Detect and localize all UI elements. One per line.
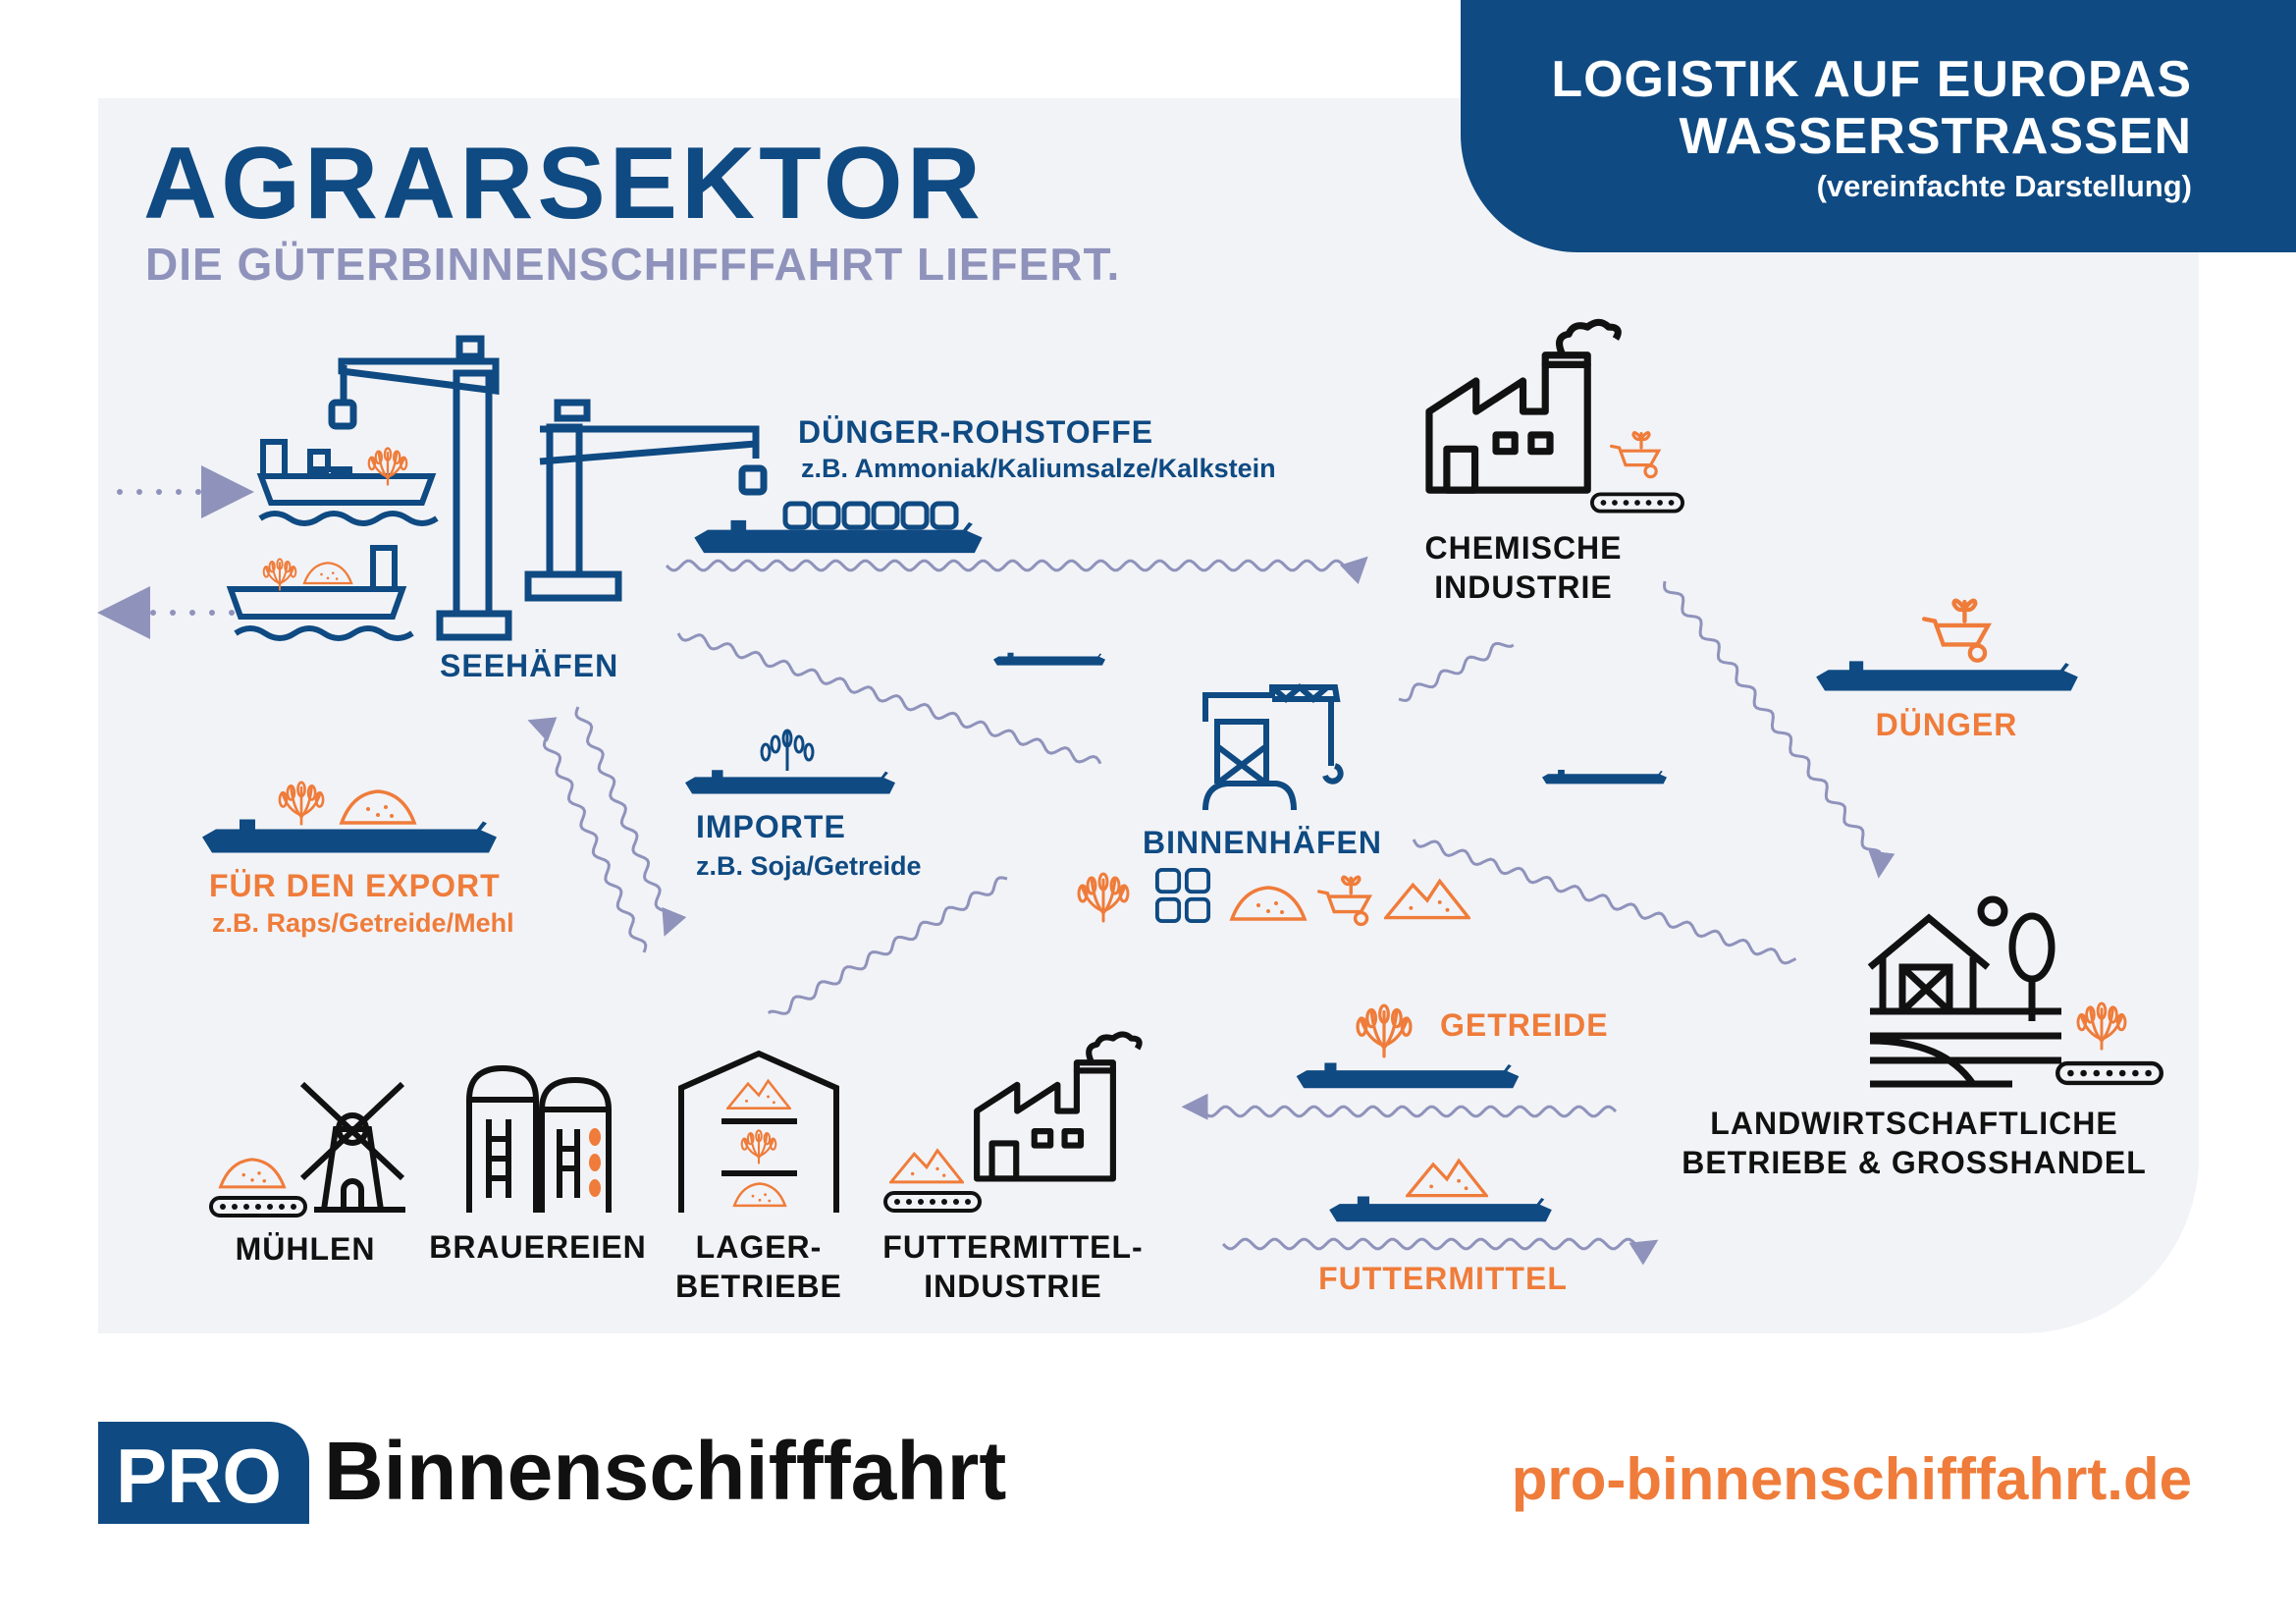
waterway-seehafen-binnenhafen xyxy=(676,632,1102,765)
feed-pile-icon xyxy=(1406,1159,1488,1198)
triangle-pile-icon xyxy=(726,1079,791,1110)
label-line: BETRIEBE xyxy=(675,1269,842,1304)
waterway-seehafen-import-up xyxy=(527,717,648,953)
wheat-icon xyxy=(1077,872,1130,923)
wheat-icon xyxy=(1356,1003,1413,1058)
label-line: INDUSTRIE xyxy=(1434,569,1613,605)
ship-futtermittel xyxy=(1329,1196,1552,1222)
waterway-chemie-binnenhafen xyxy=(1398,641,1515,703)
ship-importe xyxy=(685,770,895,794)
ship-duenger xyxy=(1816,661,2078,691)
pile-icon xyxy=(732,1182,787,1208)
label-getreide: GETREIDE xyxy=(1440,1007,1609,1043)
warehouse-icon xyxy=(678,1050,839,1213)
waterway-seehafen-export-down xyxy=(574,706,687,937)
label-seehaefen: SEEHÄFEN xyxy=(440,648,619,683)
label-binnenhaefen: BINNENHÄFEN xyxy=(1143,825,1382,860)
feed-factory-icon xyxy=(977,1034,1139,1178)
label-line: LANDWIRTSCHAFTLICHE xyxy=(1710,1106,2118,1141)
pile-icon xyxy=(340,789,416,825)
inland-port-crane-icon xyxy=(1202,683,1344,811)
wheelbarrow-icon xyxy=(1317,875,1371,927)
waterway-binnenhafen-lager xyxy=(767,876,1008,1015)
label-line: BETRIEBE & GROSSHANDEL xyxy=(1682,1145,2147,1180)
seaport-crane-icon xyxy=(328,335,512,641)
logo-name: Binnenschifffahrt xyxy=(324,1425,1007,1517)
wheat-icon xyxy=(278,781,325,826)
pile-icon xyxy=(218,1158,287,1189)
label-export-examples: z.B. Raps/Getreide/Mehl xyxy=(212,908,514,938)
silos-icon xyxy=(466,1064,612,1213)
containers-icon xyxy=(782,501,959,530)
waterway-getreide xyxy=(1181,1093,1618,1120)
page-subtitle: DIE GÜTERBINNENSCHIFFFAHRT LIEFERT. xyxy=(145,239,1121,290)
ship-small xyxy=(993,652,1105,666)
seaport-crane-icon-2 xyxy=(524,399,768,602)
sea-ship-outline-icon-2 xyxy=(226,545,414,641)
waterway-chemie-landwirtschaft xyxy=(1662,580,1896,879)
wheat-icon xyxy=(262,558,297,591)
banner-line-2: WASSERSTRASSEN xyxy=(1679,108,2192,165)
banner-line-1: LOGISTIK AUF EUROPAS xyxy=(1551,51,2192,108)
page-title: AGRARSEKTOR xyxy=(143,127,985,241)
diagram-panel xyxy=(98,98,2199,1333)
waterway-futtermittel xyxy=(1221,1237,1659,1266)
windmill-icon xyxy=(299,1081,405,1213)
label-duenger: DÜNGER xyxy=(1875,707,2018,742)
waterway-duenger-rohstoffe xyxy=(665,556,1368,585)
wheelbarrow-icon xyxy=(1610,431,1661,479)
label-brauereien: BRAUEREIEN xyxy=(429,1229,647,1265)
wheat-icon-blue xyxy=(760,729,815,771)
farm-icon xyxy=(1867,895,2061,1088)
label-landwirtschaft: LANDWIRTSCHAFTLICHE BETRIEBE & GROSSHANDE… xyxy=(1682,1104,2147,1182)
label-duenger-rohstoffe: DÜNGER-ROHSTOFFE xyxy=(798,414,1154,450)
logo-pro: PRO xyxy=(116,1433,283,1519)
website-link[interactable]: pro-binnenschifffahrt.de xyxy=(1511,1446,2192,1512)
conveyor-icon xyxy=(1592,494,1682,511)
hops-icon xyxy=(589,1128,601,1197)
waterway-binnenhafen-landwirtschaft xyxy=(1412,839,1797,965)
wheat-icon-mixed xyxy=(1077,872,1130,923)
waterways xyxy=(97,465,1896,1266)
chemical-factory-icon xyxy=(1429,322,1618,490)
label-duenger-rohstoffe-examples: z.B. Ammoniak/Kaliumsalze/Kalkstein xyxy=(801,454,1276,483)
label-line: FUTTERMITTEL- xyxy=(882,1229,1144,1265)
label-export: FÜR DEN EXPORT xyxy=(209,868,501,903)
ship-getreide xyxy=(1296,1062,1520,1089)
banner-note: (vereinfachte Darstellung) xyxy=(1816,169,2192,203)
triangle-pile-icon xyxy=(889,1149,964,1184)
boxes-icon xyxy=(1154,867,1211,924)
label-importe: IMPORTE xyxy=(696,809,846,844)
wheat-icon xyxy=(2076,1001,2127,1051)
ship-small-2 xyxy=(1542,770,1667,785)
label-line: INDUSTRIE xyxy=(924,1269,1102,1304)
triangle-pile-icon xyxy=(1384,879,1470,920)
logo-pro-box xyxy=(98,1422,309,1524)
label-muehlen: MÜHLEN xyxy=(235,1231,376,1267)
sea-ship-outline-icon xyxy=(256,439,439,526)
conveyor-icon xyxy=(2057,1063,2162,1083)
conveyor-icon xyxy=(209,1196,307,1218)
pile-icon xyxy=(302,562,353,585)
label-line: LAGER- xyxy=(695,1229,823,1265)
label-importe-examples: z.B. Soja/Getreide xyxy=(696,851,922,881)
label-futtermittelindustrie: FUTTERMITTEL- INDUSTRIE xyxy=(882,1227,1143,1306)
label-lagerbetriebe: LAGER- BETRIEBE xyxy=(675,1227,842,1306)
label-futtermittel: FUTTERMITTEL xyxy=(1318,1261,1568,1296)
wheelbarrow-icon xyxy=(1924,601,1988,661)
conveyor-icon xyxy=(885,1193,980,1211)
label-line: CHEMISCHE xyxy=(1424,530,1623,566)
wheat-icon xyxy=(740,1129,777,1164)
pile-icon xyxy=(1230,886,1307,921)
